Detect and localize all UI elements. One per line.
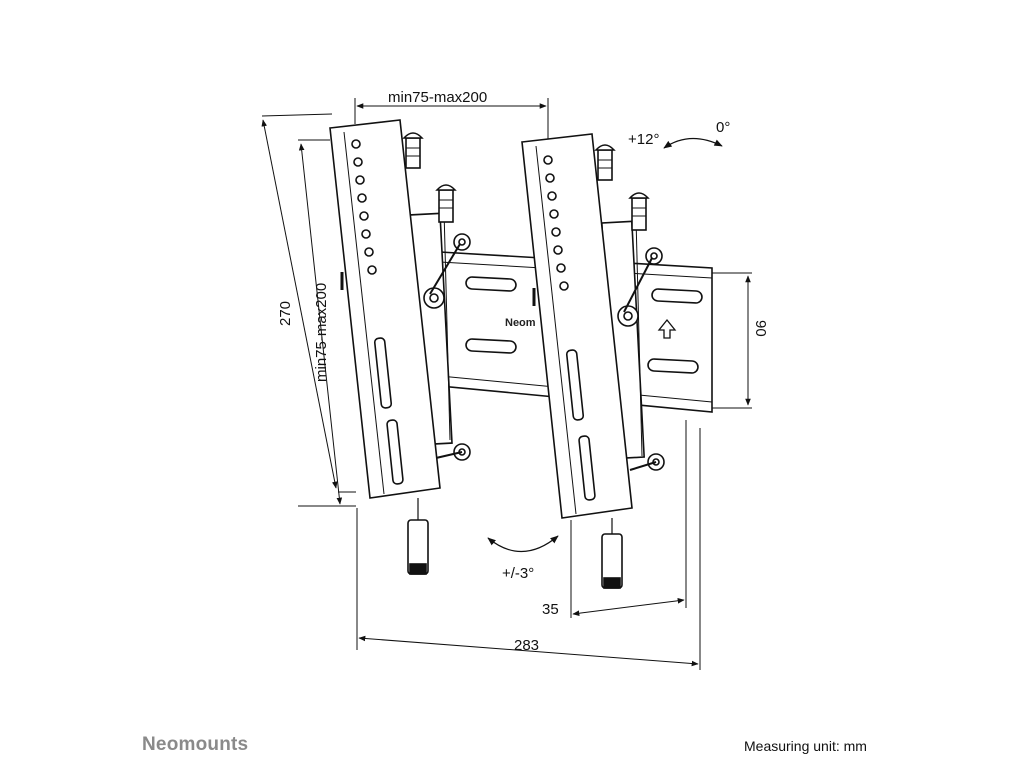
swivel-label: +/-3° xyxy=(502,565,534,582)
total-width-label: 283 xyxy=(514,637,539,654)
dimension-lines xyxy=(261,98,752,670)
top-width-label: min75-max200 xyxy=(388,89,487,106)
measuring-unit-note: Measuring unit: mm xyxy=(744,738,867,754)
tilt-zero-label: 0° xyxy=(716,119,730,136)
tilt-up-label: +12° xyxy=(628,131,659,148)
total-height-label: 270 xyxy=(277,301,294,326)
vesa-height-label: min75-max200 xyxy=(313,283,330,382)
right-bracket xyxy=(521,133,665,589)
tilt-arrow xyxy=(663,137,723,149)
brand-logo: Neomounts xyxy=(142,734,249,755)
rail-brand-mark: Neom xyxy=(505,317,536,329)
left-bracket xyxy=(329,119,471,575)
rail-height-label: 90 xyxy=(752,320,769,337)
swivel-arrow xyxy=(487,535,559,553)
depth-label: 35 xyxy=(542,601,559,618)
